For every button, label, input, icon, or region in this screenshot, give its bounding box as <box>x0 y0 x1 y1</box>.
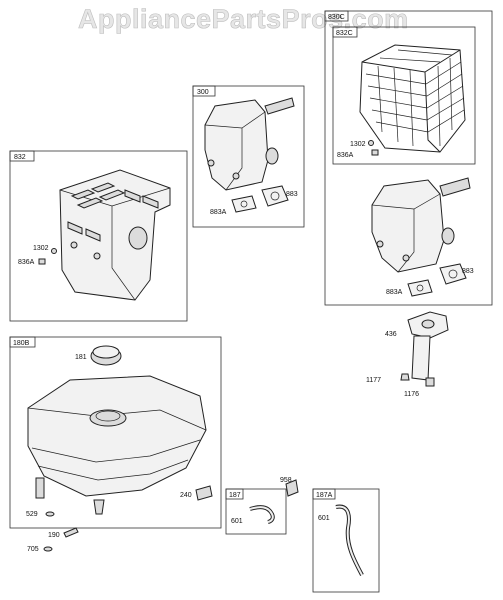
label-1302-a: 1302 <box>33 245 49 252</box>
exhaust-elbow-436 <box>407 311 449 381</box>
gasket-883-a <box>261 185 289 207</box>
fitting-958 <box>285 479 299 497</box>
label-883a-a: 883A <box>210 209 227 216</box>
label-601-b: 601 <box>318 515 330 522</box>
bolt-190 <box>63 527 79 538</box>
watermark-text: AppliancePartsPros.com <box>78 4 409 34</box>
gasket-883-b <box>439 263 467 285</box>
label-1176: 1176 <box>404 391 419 398</box>
label-436: 436 <box>385 331 397 338</box>
fuel-line-601-a <box>249 505 275 524</box>
label-883a-b: 883A <box>386 289 403 296</box>
fuel-cap-181 <box>90 345 122 366</box>
muffler-guard <box>359 44 466 153</box>
label-836a-b: 836A <box>337 152 354 159</box>
box-label-180b: 180B <box>13 340 30 347</box>
box-label-832c: 832C <box>336 30 353 37</box>
box-187: 187 <box>225 488 287 535</box>
nut-1176 <box>425 377 435 387</box>
fitting-240 <box>195 485 213 501</box>
screw-1302-a <box>51 248 57 254</box>
label-190: 190 <box>48 532 60 539</box>
label-601-a: 601 <box>231 518 243 525</box>
screw-1302-b <box>368 140 374 146</box>
screw-836a-b <box>371 149 379 156</box>
washer-529 <box>45 511 55 517</box>
washer-705 <box>43 546 53 552</box>
box-label-832: 832 <box>14 154 26 161</box>
gasket-883a-b <box>407 279 433 297</box>
fuel-tank <box>27 375 207 515</box>
label-1302-b: 1302 <box>350 141 366 148</box>
box-187a: 187A <box>312 488 380 593</box>
box-300: 300 <box>192 85 305 228</box>
label-240: 240 <box>180 492 192 499</box>
box-830c: 830C <box>324 10 493 306</box>
fuel-line-601-b <box>335 504 364 576</box>
label-181: 181 <box>75 354 87 361</box>
muffler-830c <box>371 177 471 273</box>
box-label-187a: 187A <box>316 492 333 499</box>
box-label-187: 187 <box>229 492 241 499</box>
gasket-883a-a <box>231 195 257 213</box>
box-832: 832 <box>9 150 188 322</box>
label-883-a: 883 <box>286 191 298 198</box>
label-705: 705 <box>27 546 39 553</box>
label-836a-a: 836A <box>18 259 35 266</box>
label-529: 529 <box>26 511 38 518</box>
heat-shield <box>59 169 171 301</box>
label-1177: 1177 <box>366 377 381 384</box>
label-958: 958 <box>280 477 292 484</box>
nut-1177 <box>400 373 410 381</box>
box-label-830c: 830C <box>328 14 345 21</box>
label-883-b: 883 <box>462 268 474 275</box>
screw-836a-a <box>38 258 46 265</box>
box-832c: 832C <box>332 26 476 165</box>
muffler-300 <box>204 97 295 191</box>
box-180b: 180B <box>9 336 222 529</box>
box-label-300: 300 <box>197 89 209 96</box>
